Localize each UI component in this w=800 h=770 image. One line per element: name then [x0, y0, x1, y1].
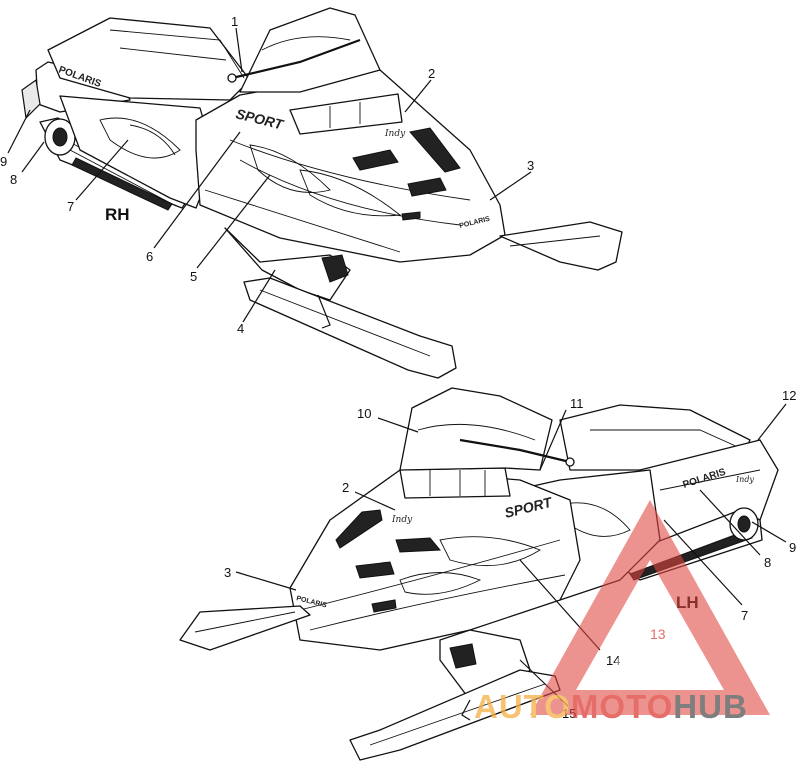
- lh-callout-3: 3: [224, 565, 231, 580]
- watermark-brand: AUTOMOTOHUB: [474, 688, 748, 725]
- rh-callout-1: 1: [231, 14, 238, 29]
- lh-callout-11: 11: [570, 396, 584, 411]
- lh-callout-12: 12: [782, 388, 796, 403]
- lh-leader-lines: [235, 403, 787, 707]
- rh-callout-8: 8: [10, 172, 17, 187]
- rh-callout-3: 3: [527, 158, 534, 173]
- lh-callout-7: 7: [741, 608, 748, 623]
- lh-callout-9: 9: [789, 540, 796, 555]
- watermark-auto: AUTO: [474, 688, 571, 725]
- watermark-triangle: [530, 500, 770, 715]
- lh-indy-script: Indy: [391, 515, 413, 525]
- rh-indy-script: Indy: [384, 129, 406, 139]
- watermark-logo: 13 AUTOMOTOHUB: [474, 500, 770, 725]
- lh-callout-2: 2: [342, 480, 349, 495]
- rh-leader-lines: [7, 27, 532, 323]
- lh-snowmobile: POLARIS SPORT POLARIS Indy Indy: [179, 387, 779, 761]
- rh-callout-9: 9: [0, 154, 7, 169]
- rh-callouts: 1 2 3 4 5 6 7 8 9: [0, 14, 534, 336]
- rh-callout-5: 5: [190, 269, 197, 284]
- rh-snowmobile: POLARIS SPORT POLARIS Indy: [21, 7, 623, 379]
- rh-callout-7: 7: [67, 199, 74, 214]
- lh-callout-8: 8: [764, 555, 771, 570]
- rh-view-label: RH: [105, 205, 130, 224]
- watermark-callout-13: 13: [650, 626, 666, 642]
- lh-callout-10: 10: [357, 406, 371, 421]
- lh-rear-indy-script: Indy: [735, 475, 754, 484]
- watermark-hub: HUB: [673, 688, 748, 725]
- lh-callout-14: 14: [606, 653, 620, 668]
- watermark-moto: MOTO: [571, 688, 673, 725]
- rh-callout-6: 6: [146, 249, 153, 264]
- rh-callout-4: 4: [237, 321, 244, 336]
- rh-callout-2: 2: [428, 66, 435, 81]
